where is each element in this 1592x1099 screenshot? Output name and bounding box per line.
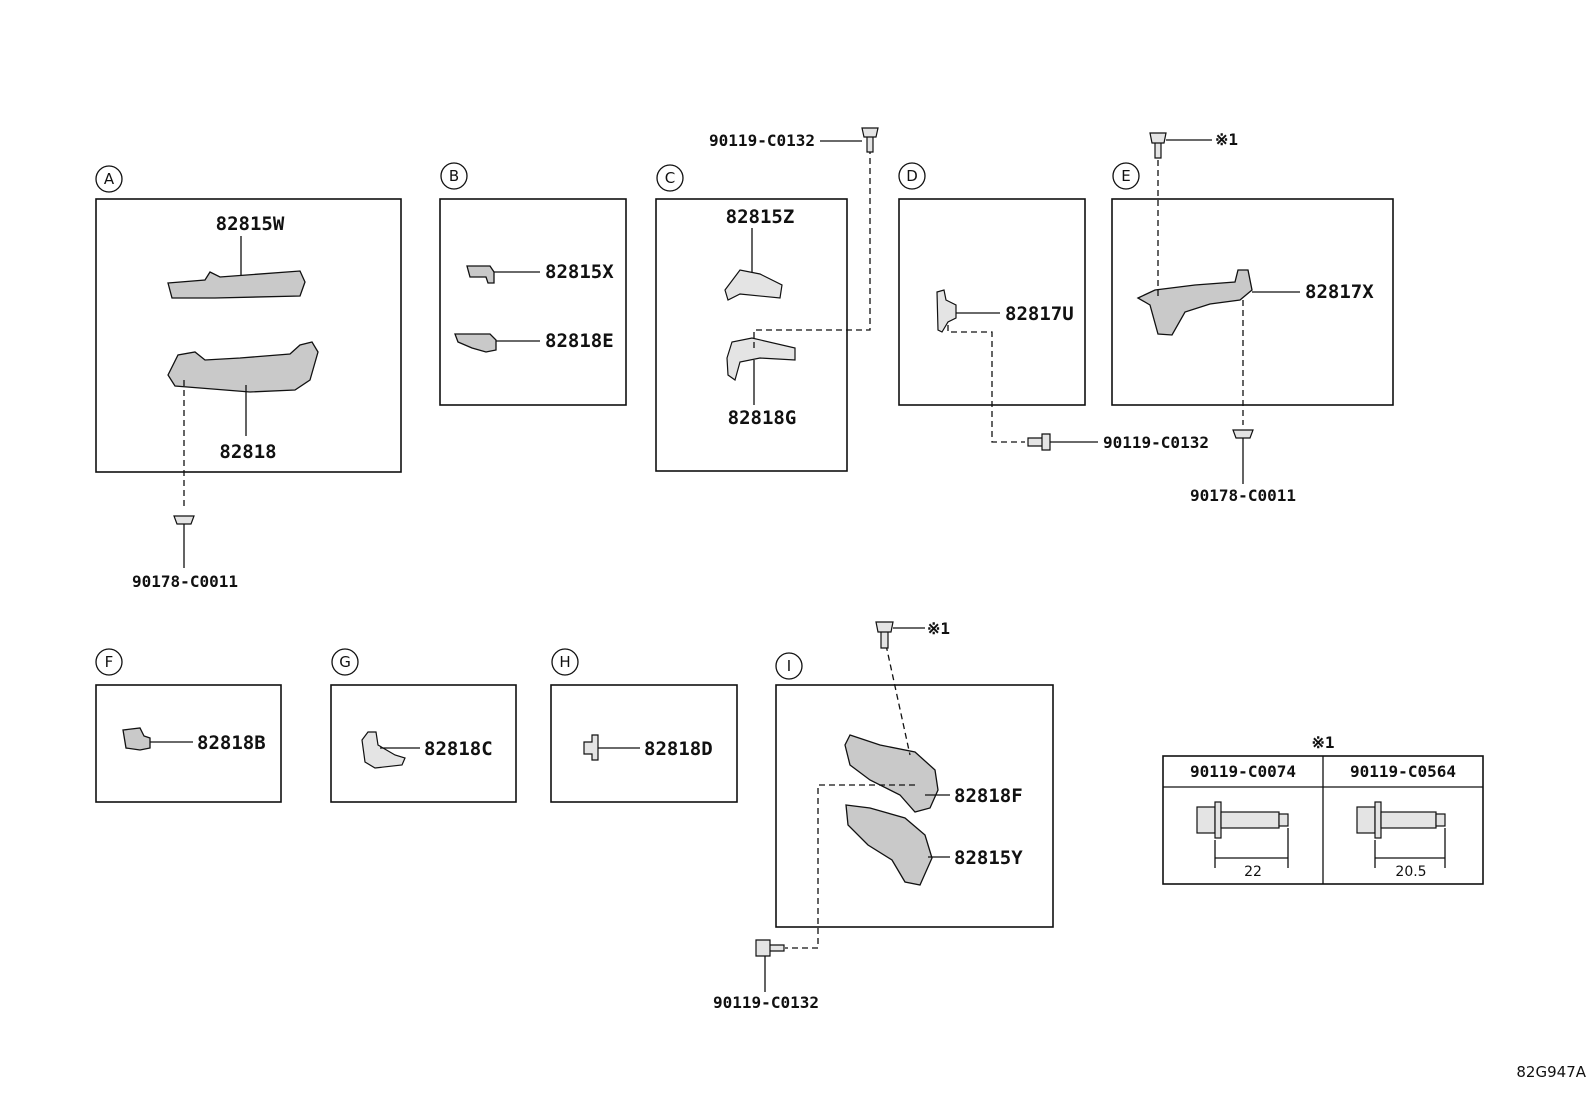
part-82815Z-label: 82815Z [726, 206, 795, 228]
bolt-c0564-shank [1380, 811, 1437, 829]
bolt-c0564-head [1356, 806, 1376, 834]
section-h-circle [551, 648, 579, 676]
part-82817U-drawing [936, 289, 957, 333]
section-h-box [550, 684, 738, 803]
bolt-c0564-drawing [1356, 801, 1446, 868]
bolt-c0074-shank [1220, 811, 1280, 829]
part-82818F-label: 82818F [954, 785, 1023, 807]
section-i-letter: I [787, 657, 791, 675]
bolt-c0074-drawing [1196, 801, 1289, 868]
section-a-box [95, 198, 402, 473]
note-table-title: ※1 [1311, 733, 1334, 752]
section-g-letter: G [339, 653, 351, 671]
section-f-circle [95, 648, 123, 676]
section-f-letter: F [105, 653, 114, 671]
bolt-c0564-tip [1435, 813, 1446, 827]
part-82818E-label: 82818E [545, 330, 614, 352]
part-82818G-drawing [726, 337, 796, 381]
bolt-e-ref: ※1 [1215, 130, 1238, 149]
section-e-letter: E [1121, 167, 1130, 185]
bolt-c-label: 90119-C0132 [709, 131, 815, 150]
section-c-box [655, 198, 848, 472]
part-82817U-label: 82817U [1005, 303, 1074, 325]
section-a-letter: A [104, 170, 115, 188]
clip-e-label: 90178-C0011 [1190, 486, 1296, 505]
section-d-letter: D [906, 167, 918, 185]
bolt-c0074-washer [1214, 801, 1222, 839]
section-f: F 82818B [95, 648, 282, 803]
part-82818B-drawing [122, 727, 151, 751]
dim-c0564-value: 20.5 [1395, 864, 1426, 880]
section-e: E 82817X ※1 90178-C0011 [1111, 130, 1394, 505]
section-c-letter: C [665, 169, 675, 187]
part-82817X-drawing [1136, 269, 1253, 336]
bolt-c0564-washer [1374, 801, 1382, 839]
section-c: C 82815Z 82818G 90119-C0132 [655, 127, 879, 472]
part-82818D-label: 82818D [644, 738, 713, 760]
diagram-code: 82G947A [1516, 1063, 1586, 1081]
section-b: B 82815X 82818E [439, 162, 627, 406]
section-g-box [330, 684, 517, 803]
bolt-i-label: 90119-C0132 [713, 993, 819, 1012]
part-82818C-drawing [361, 731, 406, 769]
bolt-c-icon [861, 127, 879, 153]
section-c-circle [656, 164, 684, 192]
note-table-col-2: 90119-C0564 [1350, 762, 1456, 781]
part-82817X-label: 82817X [1305, 281, 1374, 303]
bolt-d-label: 90119-C0132 [1103, 433, 1209, 452]
section-i-box [775, 684, 1054, 928]
part-82818-drawing [167, 341, 319, 393]
section-a: A 82815W 82818 90178-C0011 [95, 165, 402, 591]
section-g-circle [331, 648, 359, 676]
section-i: I 82818F 82815Y ※1 90119-C0132 [713, 619, 1054, 1012]
part-82818B-label: 82818B [197, 732, 266, 754]
section-f-box [95, 684, 282, 803]
bolt-i-top-icon [875, 621, 894, 649]
part-82815W-label: 82815W [216, 213, 285, 235]
section-b-box [439, 198, 627, 406]
part-82815X-drawing [466, 265, 495, 284]
note-table-col-1: 90119-C0074 [1190, 762, 1296, 781]
part-82818-label: 82818 [219, 441, 276, 463]
section-a-circle [95, 165, 123, 193]
part-82818F-drawing [844, 734, 939, 813]
section-b-letter: B [449, 167, 459, 185]
dash-c-bolt [753, 150, 871, 348]
section-i-circle [775, 652, 803, 680]
part-82815Y-drawing [845, 804, 933, 886]
clip-a-label: 90178-C0011 [132, 572, 238, 591]
section-d: D 82817U 90119-C0132 [898, 162, 1209, 452]
clip-e-icon [1232, 429, 1254, 439]
dash-d-bolt [947, 325, 1025, 443]
clip-a-icon [173, 515, 195, 525]
bolt-i-ref: ※1 [927, 619, 950, 638]
part-82815X-label: 82815X [545, 261, 614, 283]
part-82815W-drawing [167, 270, 306, 299]
bolt-c0074-tip [1278, 813, 1289, 827]
section-d-circle [898, 162, 926, 190]
section-h: H 82818D [550, 648, 738, 803]
part-82818D-drawing [583, 734, 599, 761]
part-82818E-drawing [454, 333, 497, 353]
note-table: ※1 90119-C0074 90119-C0564 22 20.5 [1162, 733, 1484, 885]
section-e-box [1111, 198, 1394, 406]
part-82818G-label: 82818G [728, 407, 797, 429]
part-82818C-label: 82818C [424, 738, 493, 760]
section-g: G 82818C [330, 648, 517, 803]
dim-c0074-value: 22 [1244, 864, 1262, 880]
section-h-letter: H [559, 653, 570, 671]
part-82815Z-drawing [724, 269, 783, 301]
section-b-circle [440, 162, 468, 190]
bolt-d-icon [1027, 433, 1051, 451]
bolt-c0074-head [1196, 806, 1216, 834]
bolt-i-bottom-icon [755, 939, 785, 957]
section-e-circle [1112, 162, 1140, 190]
bolt-e-icon [1149, 132, 1167, 159]
part-82815Y-label: 82815Y [954, 847, 1023, 869]
dash-i-bolt-top [885, 644, 911, 756]
